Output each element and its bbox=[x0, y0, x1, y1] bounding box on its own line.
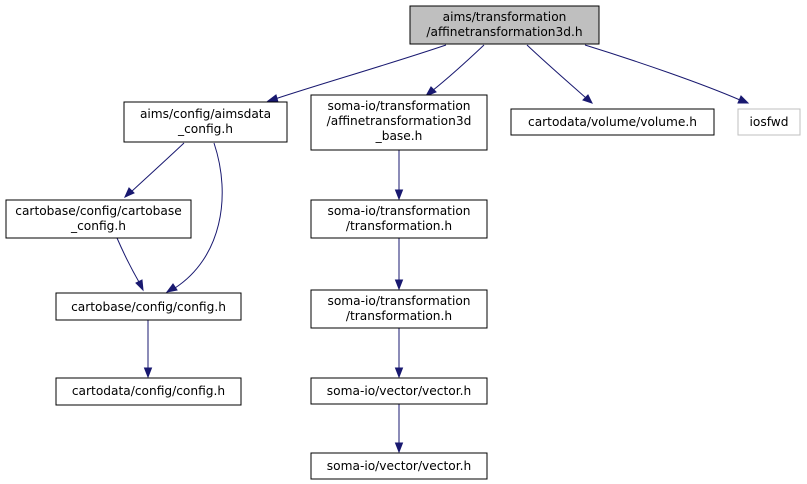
edge-root-to-volume bbox=[526, 44, 593, 104]
edge-transformation-b-to-vector-a bbox=[394, 328, 404, 379]
node-transformation-1[interactable]: soma-io/transformation /transformation.h bbox=[310, 199, 488, 239]
node-cartodata-config[interactable]: cartodata/config/config.h bbox=[55, 377, 242, 406]
edge-affine-base-to-transformation-a bbox=[394, 150, 404, 201]
node-transformation-2[interactable]: soma-io/transformation /transformation.h bbox=[310, 289, 488, 329]
node-affinetransformation3d[interactable]: aims/transformation /affinetransformatio… bbox=[409, 5, 600, 45]
node-label-line: /affinetransformation3d.h bbox=[426, 25, 582, 39]
node-cartobase-config-h[interactable]: cartobase/config/config.h bbox=[55, 292, 242, 321]
edge-root-to-iosfwd bbox=[584, 44, 750, 104]
node-label-line: _config.h bbox=[177, 122, 233, 136]
node-label-line: _config.h bbox=[70, 219, 126, 233]
node-label-line: aims/config/aimsdata bbox=[140, 107, 271, 121]
node-cartobase-config[interactable]: cartobase/config/cartobase _config.h bbox=[5, 199, 192, 239]
node-vector-1[interactable]: soma-io/vector/vector.h bbox=[310, 377, 488, 405]
node-label-line: cartodata/volume/volume.h bbox=[528, 115, 697, 129]
node-label-line: /affinetransformation3d bbox=[327, 114, 472, 128]
edge-root-to-aimsdata-config bbox=[266, 44, 447, 103]
edge-vector-a-to-vector-b bbox=[394, 404, 404, 454]
node-label-line: /transformation.h bbox=[346, 309, 452, 323]
node-label-line: /transformation.h bbox=[346, 219, 452, 233]
node-label-line: soma-io/vector/vector.h bbox=[327, 459, 471, 473]
node-label-line: aims/transformation bbox=[443, 10, 567, 24]
node-aimsdata-config[interactable]: aims/config/aimsdata _config.h bbox=[123, 101, 288, 143]
edge-aimsdata-config-to-cartobase-configh bbox=[165, 142, 223, 293]
node-volume[interactable]: cartodata/volume/volume.h bbox=[510, 108, 715, 136]
node-vector-2[interactable]: soma-io/vector/vector.h bbox=[310, 452, 488, 480]
edge-cartobase-configh-to-cartodata-config bbox=[143, 320, 153, 379]
node-label-line: _base.h bbox=[375, 129, 423, 143]
node-label-line: soma-io/transformation bbox=[327, 204, 470, 218]
node-affinetransformation3d-base[interactable]: soma-io/transformation /affinetransforma… bbox=[310, 94, 488, 151]
edge-root-to-affine-base bbox=[424, 44, 485, 97]
node-label-line: cartobase/config/cartobase bbox=[15, 204, 181, 218]
edge-cartobase-config-to-cartobase-configh bbox=[116, 237, 144, 292]
node-label-line: cartodata/config/config.h bbox=[72, 384, 225, 398]
node-label-line: soma-io/vector/vector.h bbox=[327, 384, 471, 398]
edge-transformation-a-to-transformation-b bbox=[394, 238, 404, 291]
node-label-line: soma-io/transformation bbox=[327, 294, 470, 308]
node-label-line: soma-io/transformation bbox=[327, 99, 470, 113]
node-label-line: cartobase/config/config.h bbox=[71, 300, 226, 314]
edge-aimsdata-config-to-cartobase-config bbox=[124, 142, 185, 198]
node-label-line: iosfwd bbox=[750, 115, 789, 129]
node-iosfwd[interactable]: iosfwd bbox=[737, 108, 801, 136]
